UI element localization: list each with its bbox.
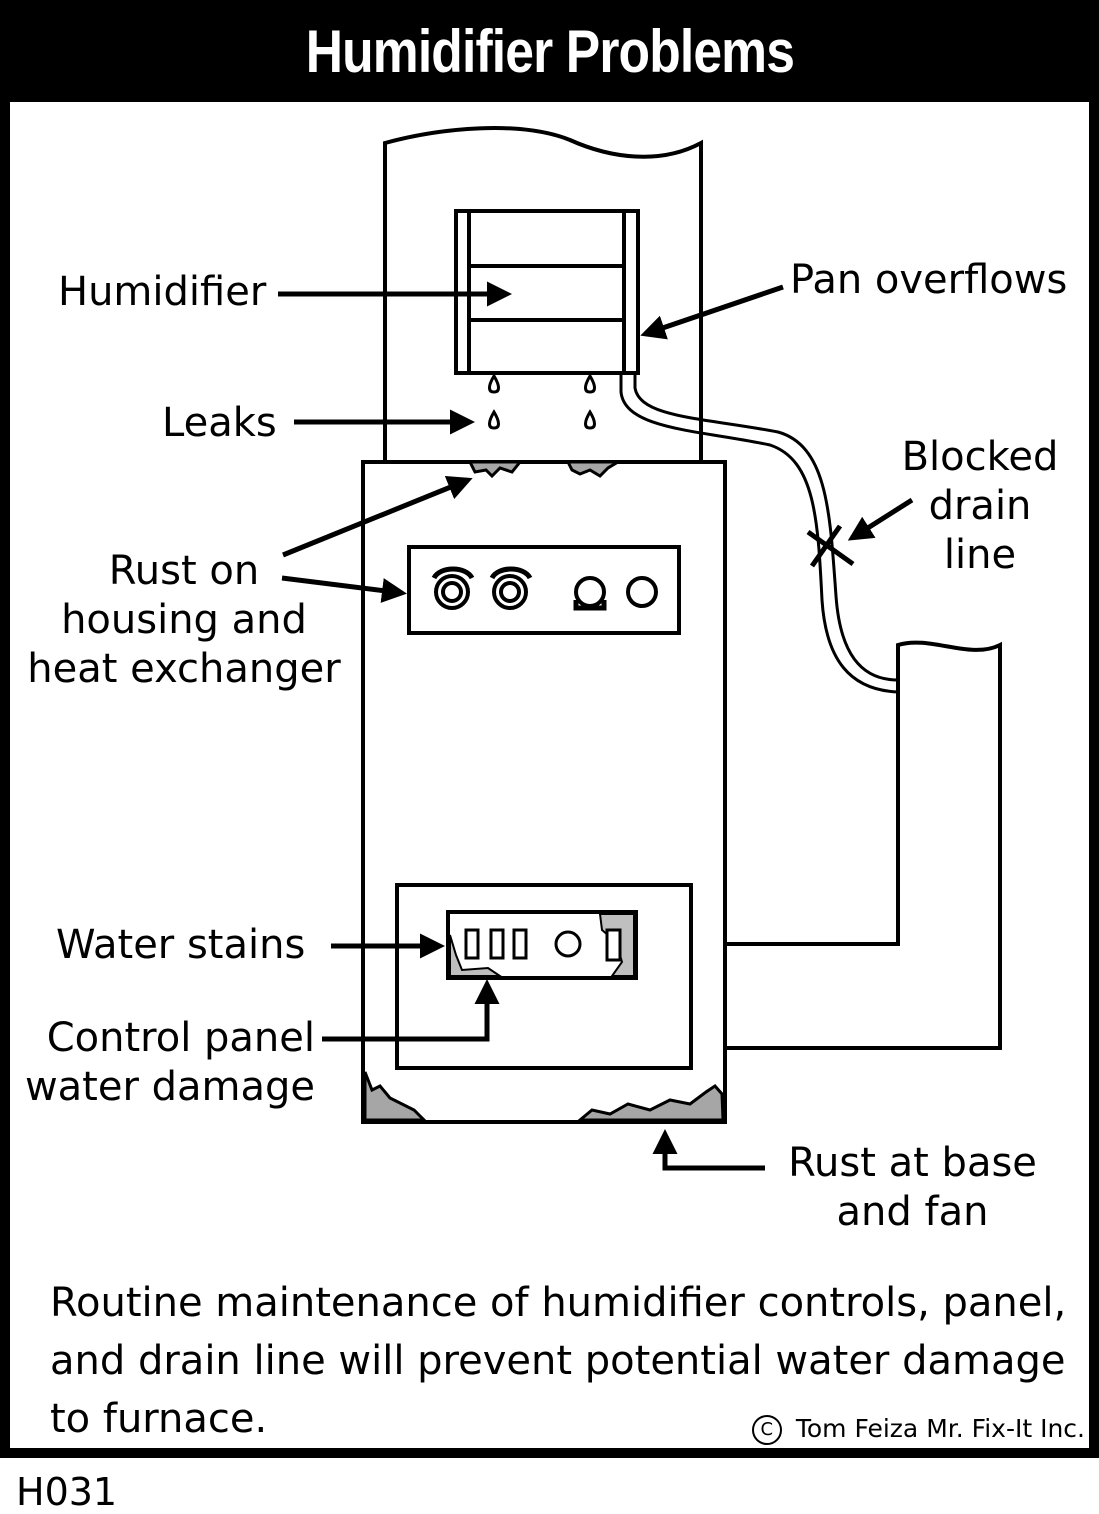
rust-base-right <box>575 1084 725 1122</box>
label-water-stains: Water stains <box>56 922 306 968</box>
label-blocked-line-3: line <box>943 532 1017 578</box>
label-rust-line-2: housing and <box>61 597 307 643</box>
arrow-blocked-drain <box>847 497 914 541</box>
maintenance-caption: Routine maintenance of humidifier contro… <box>50 1280 1067 1442</box>
return-duct <box>726 640 1002 1050</box>
label-base-line-2: and fan <box>836 1189 989 1235</box>
furnace-cabinet <box>361 460 727 1124</box>
copyright-icon: C <box>751 1415 782 1445</box>
arrow-rust-top <box>282 475 473 558</box>
rust-patch-top-right <box>565 460 624 478</box>
label-pan-overflows: Pan overflows <box>790 257 1068 303</box>
label-base-line-1: Rust at base <box>788 1140 1037 1186</box>
label-rust-at-base: Rust at base and fan <box>770 1139 1055 1237</box>
arrow-rust-panel <box>281 575 407 603</box>
illustration-code: H031 <box>16 1470 118 1514</box>
title-bar: Humidifier Problems <box>0 0 1099 102</box>
label-blocked-line-2: drain <box>928 483 1032 529</box>
credit-line: C Tom Feiza Mr. Fix-It Inc. <box>751 1414 1085 1445</box>
callout-arrows <box>278 281 914 1171</box>
label-control-line-1: Control panel <box>46 1015 315 1061</box>
credit-text: Tom Feiza Mr. Fix-It Inc. <box>795 1414 1085 1443</box>
page-title: Humidifier Problems <box>305 17 794 85</box>
label-blocked-line-1: Blocked <box>901 434 1059 480</box>
burner-control-panel <box>407 545 681 635</box>
label-rust-line-3: heat exchanger <box>27 646 341 692</box>
label-blocked-drain-line: Blocked drain line <box>880 433 1080 580</box>
arrow-rust-base <box>652 1129 765 1171</box>
rust-patch-top-left <box>467 460 524 479</box>
lower-access-panel <box>395 883 693 1070</box>
label-humidifier: Humidifier <box>58 269 267 315</box>
electronic-control-board <box>446 910 638 980</box>
blocked-drain-x <box>806 524 855 568</box>
label-rust-on-housing: Rust on housing and heat exchanger <box>26 547 342 694</box>
arrow-control-damage <box>322 979 500 1042</box>
illustration-frame <box>0 102 1099 1458</box>
label-control-panel-damage: Control panel water damage <box>20 1014 315 1112</box>
label-rust-line-1: Rust on <box>108 548 260 594</box>
arrow-pan-overflows <box>640 284 784 340</box>
label-leaks: Leaks <box>162 400 277 446</box>
water-drips <box>488 373 596 430</box>
rust-base-left <box>363 1071 428 1122</box>
supply-plenum-duct <box>383 126 703 462</box>
water-stain-left <box>449 934 504 977</box>
label-control-line-2: water damage <box>24 1064 315 1110</box>
drain-line <box>619 373 899 694</box>
